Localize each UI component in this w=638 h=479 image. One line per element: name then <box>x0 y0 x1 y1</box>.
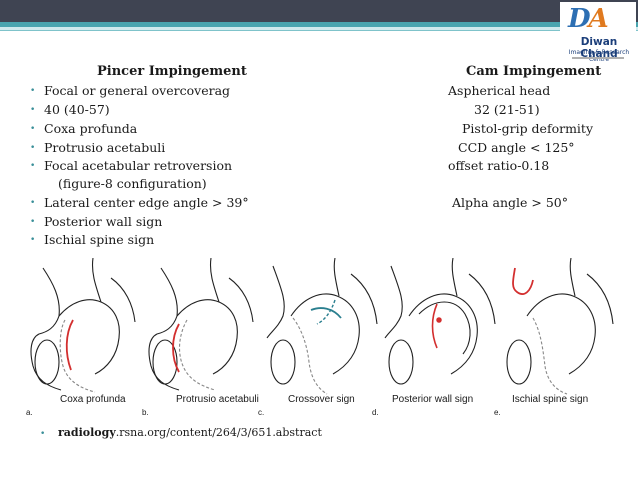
accent-stripe-light <box>0 27 638 30</box>
accent-stripe <box>0 22 638 27</box>
bullet-dot: • <box>30 105 36 115</box>
logo-underline <box>572 57 624 59</box>
pincer-item: Focal or general overcoverag <box>44 83 231 98</box>
panel-letter: e. <box>494 408 501 417</box>
source-path: .rsna.org/content/264/3/651.abstract <box>115 426 322 439</box>
pincer-item: Lateral center edge angle > 39° <box>44 195 249 210</box>
bullet-dot: • <box>40 429 46 439</box>
cam-item: Pistol-grip deformity <box>462 121 594 136</box>
bullet-dot: • <box>30 86 36 96</box>
source-domain-bold: radiology <box>58 426 116 439</box>
pincer-item: Focal acetabular retroversion <box>44 158 233 173</box>
panel-coxa-profunda <box>30 258 136 393</box>
pincer-item: 40 (40-57) <box>44 102 110 117</box>
figure-caption: Ischial spine sign <box>512 394 589 405</box>
pincer-item: Coxa profunda <box>44 121 138 136</box>
source-citation: radiology.rsna.org/content/264/3/651.abs… <box>58 426 322 439</box>
top-bar <box>0 0 638 22</box>
panel-letter: d. <box>372 408 379 417</box>
accent-stripe-thin <box>0 30 638 31</box>
bullet-dot: • <box>30 124 36 134</box>
panel-protrusio-acetabuli <box>148 258 254 391</box>
logo: DA Diwan Chand Imaging & Research Centre <box>560 2 636 64</box>
bullet-dot: • <box>30 198 36 208</box>
bullet-dot: • <box>30 235 36 245</box>
cam-item: 32 (21-51) <box>474 102 540 117</box>
cam-item: offset ratio-0.18 <box>448 158 550 173</box>
figure-caption: Protrusio acetabuli <box>176 394 259 405</box>
figure-caption: Posterior wall sign <box>392 394 474 405</box>
cam-item: CCD angle < 125° <box>458 140 575 155</box>
cam-item: Aspherical head <box>448 83 551 98</box>
bullet-dot: • <box>30 161 36 171</box>
bullet-dot: • <box>30 217 36 227</box>
panel-crossover-sign <box>266 258 378 395</box>
panel-letter: c. <box>258 408 265 417</box>
cam-item: Alpha angle > 50° <box>452 195 568 210</box>
cam-heading: Cam Impingement <box>466 64 602 79</box>
pincer-heading: Pincer Impingement <box>97 64 247 79</box>
bullet-dot: • <box>30 143 36 153</box>
figure-caption: Coxa profunda <box>60 394 126 405</box>
pincer-item: Ischial spine sign <box>44 232 155 247</box>
logo-subtitle: Imaging & Research Centre <box>568 49 630 63</box>
hip-impingement-figure <box>30 258 614 395</box>
panel-posterior-wall-sign <box>384 258 496 385</box>
figure-caption: Crossover sign <box>288 394 355 405</box>
logo-mark: DA <box>568 4 609 34</box>
panel-letter: b. <box>142 408 149 417</box>
pincer-item: Protrusio acetabuli <box>44 140 166 155</box>
pincer-item: Posterior wall sign <box>44 214 163 229</box>
panel-ischial-spine-sign <box>506 258 614 395</box>
pincer-item-continuation: (figure-8 configuration) <box>58 176 207 191</box>
panel-letter: a. <box>26 408 33 417</box>
